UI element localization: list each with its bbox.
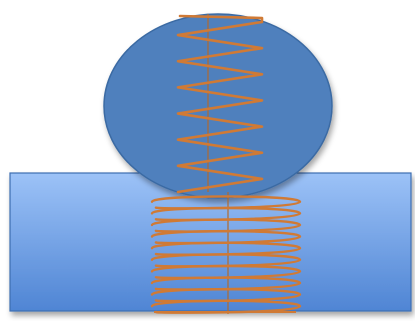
lower-spring xyxy=(150,195,302,314)
upper-spring-coil xyxy=(176,14,264,194)
upper-spring xyxy=(176,14,264,194)
